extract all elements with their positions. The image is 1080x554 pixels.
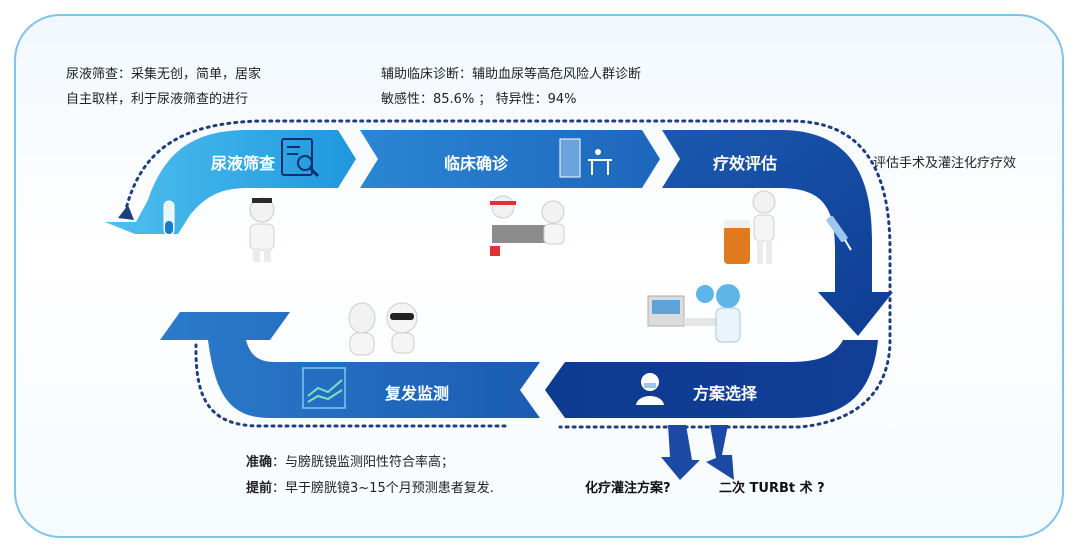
stage-plan-arrow bbox=[545, 340, 878, 418]
urine-note-line2: 自主取样，利于尿液筛查的进行 bbox=[66, 92, 249, 107]
trend-chart-icon bbox=[302, 367, 346, 409]
stage-efficacy-label: 疗效评估 bbox=[713, 154, 778, 173]
dotted-arrowhead bbox=[118, 205, 134, 220]
early-label: 提前 bbox=[246, 481, 273, 496]
consultation-figures-icon bbox=[490, 195, 565, 256]
stage-urine-arrow bbox=[105, 130, 356, 234]
efficacy-side-note: 评估手术及灌注化疗疗效 bbox=[873, 156, 1017, 171]
option-chemo-perfusion: 化疗灌注方案? bbox=[585, 481, 671, 496]
stage-recurrence-arrow bbox=[160, 312, 540, 418]
accuracy-text: ：与膀胱镜监测阳性符合率高； bbox=[272, 455, 455, 470]
stage-plan-label: 方案选择 bbox=[693, 384, 758, 403]
urine-note-line1: 尿液筛查：采集无创，简单，居家 bbox=[66, 67, 262, 82]
early-text: ：早于膀胱镜3~15个月预测患者复发. bbox=[272, 481, 494, 496]
accuracy-label: 准确 bbox=[246, 455, 273, 470]
syringe-icon bbox=[826, 216, 852, 251]
document-search-icon bbox=[281, 138, 320, 178]
medicine-doctor-figure-icon bbox=[724, 190, 776, 264]
test-tube-icon bbox=[163, 200, 175, 236]
diagnosis-note-line1: 辅助临床诊断：辅助血尿等高危风险人群诊断 bbox=[381, 67, 642, 82]
robot-figures-icon bbox=[348, 302, 418, 356]
stage-recurrence-label: 复发监测 bbox=[385, 384, 450, 403]
stage-efficacy-arrow bbox=[662, 130, 893, 336]
arrow-down-turbt bbox=[706, 425, 734, 480]
doctor-mask-icon bbox=[636, 373, 664, 405]
accuracy-note: 准确：与膀胱镜监测阳性符合率高； bbox=[246, 450, 454, 475]
option-second-turbt: 二次 TURBt 术 ? bbox=[719, 481, 825, 496]
diagram-frame bbox=[14, 14, 1064, 538]
operating-room-figures-icon bbox=[647, 284, 741, 343]
doctor-figure-icon bbox=[249, 197, 275, 262]
diagnosis-note-line2: 敏感性：85.6% ； 特异性：94% bbox=[381, 92, 577, 107]
arrow-down-chemo bbox=[661, 425, 700, 480]
dotted-loop-left bbox=[194, 343, 507, 428]
stage-diagnosis-arrow bbox=[360, 130, 660, 188]
stage-urine-label: 尿液筛查 bbox=[211, 154, 276, 173]
hospital-bed-icon bbox=[559, 138, 612, 178]
early-note: 提前：早于膀胱镜3~15个月预测患者复发. bbox=[246, 476, 494, 501]
stage-diagnosis-label: 临床确诊 bbox=[444, 154, 509, 173]
